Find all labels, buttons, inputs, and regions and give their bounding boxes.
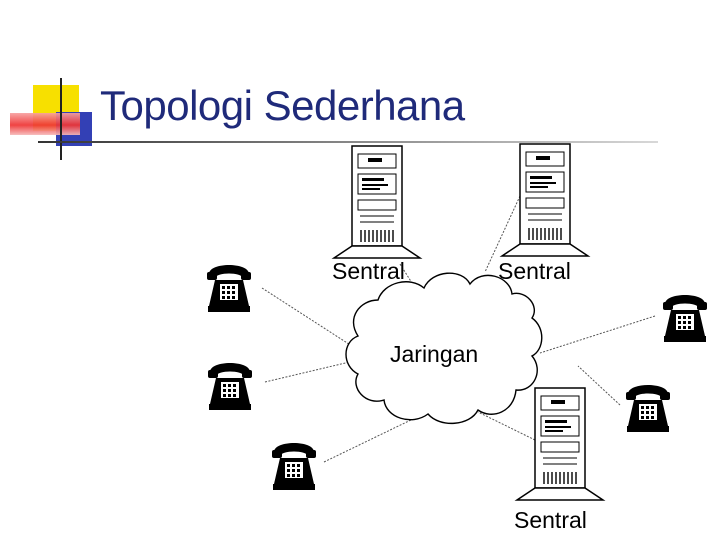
telephone-icon-2 bbox=[208, 363, 252, 410]
telephone-icon-3 bbox=[272, 443, 316, 490]
sentral-label-right: Sentral bbox=[498, 258, 571, 285]
telephone-icon-4 bbox=[663, 295, 707, 342]
link-phone-1 bbox=[262, 288, 355, 348]
link-phone-4 bbox=[540, 316, 655, 353]
sentral-label-left: Sentral bbox=[332, 258, 405, 285]
server-icon-right bbox=[502, 144, 588, 256]
telephone-icon-5 bbox=[626, 385, 670, 432]
server-icon-bottom bbox=[517, 388, 603, 500]
telephone-icon-1 bbox=[207, 265, 251, 312]
link-phone-3 bbox=[324, 418, 415, 462]
sentral-label-bottom: Sentral bbox=[514, 507, 587, 534]
server-icon-left bbox=[334, 146, 420, 258]
link-phone-2 bbox=[265, 360, 358, 382]
link-sentral-bottom bbox=[478, 412, 535, 440]
network-label: Jaringan bbox=[390, 341, 478, 368]
